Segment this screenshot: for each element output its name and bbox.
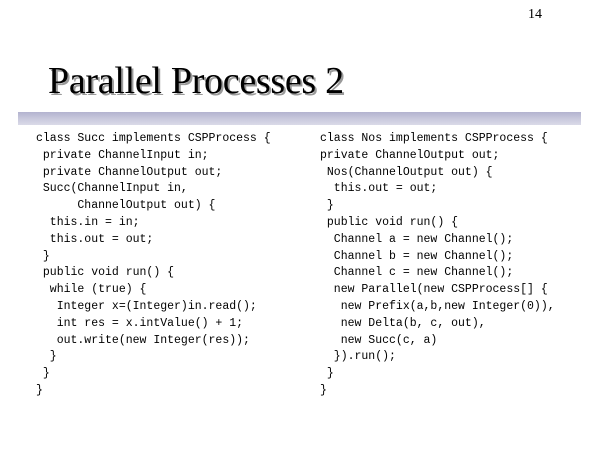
code-line: }	[320, 367, 334, 381]
code-line: private ChannelOutput out;	[36, 165, 223, 179]
code-line: this.out = out;	[36, 232, 154, 246]
code-line: while (true) {	[36, 283, 147, 297]
slide-number: 14	[528, 7, 542, 22]
code-line: public void run() {	[36, 266, 175, 280]
code-line: }	[36, 383, 43, 397]
title-underline-bar	[18, 112, 581, 125]
code-block-succ-class: class Succ implements CSPProcess { priva…	[36, 131, 271, 400]
code-line: class Succ implements CSPProcess {	[36, 132, 271, 145]
code-line: new Prefix(a,b,new Integer(0)),	[320, 299, 555, 313]
slide-title: Parallel Processes 2	[48, 60, 344, 102]
code-line: new Parallel(new CSPProcess[] {	[320, 283, 548, 297]
code-line: Channel b = new Channel();	[320, 249, 514, 263]
code-block-nos-class: class Nos implements CSPProcess { privat…	[320, 131, 555, 400]
code-line: new Succ(c, a)	[320, 333, 438, 347]
code-line: Integer x=(Integer)in.read();	[36, 299, 257, 313]
code-line: this.out = out;	[320, 182, 438, 196]
code-line: }	[320, 383, 327, 397]
code-line: }	[36, 249, 50, 263]
code-line: private ChannelInput in;	[36, 148, 209, 162]
code-line: }	[320, 199, 334, 213]
code-line: this.in = in;	[36, 215, 140, 229]
code-line: private ChannelOutput out;	[320, 148, 500, 162]
code-line: }).run();	[320, 350, 396, 364]
code-line: out.write(new Integer(res));	[36, 333, 250, 347]
code-line: }	[36, 367, 50, 381]
code-line: Nos(ChannelOutput out) {	[320, 165, 493, 179]
code-line: class Nos implements CSPProcess {	[320, 132, 548, 145]
code-line: public void run() {	[320, 215, 459, 229]
code-line: new Delta(b, c, out),	[320, 316, 486, 330]
code-line: ChannelOutput out) {	[36, 199, 216, 213]
code-line: int res = x.intValue() + 1;	[36, 316, 244, 330]
code-line: }	[36, 350, 57, 364]
code-line: Succ(ChannelInput in,	[36, 182, 188, 196]
code-line: Channel a = new Channel();	[320, 232, 514, 246]
code-line: Channel c = new Channel();	[320, 266, 514, 280]
